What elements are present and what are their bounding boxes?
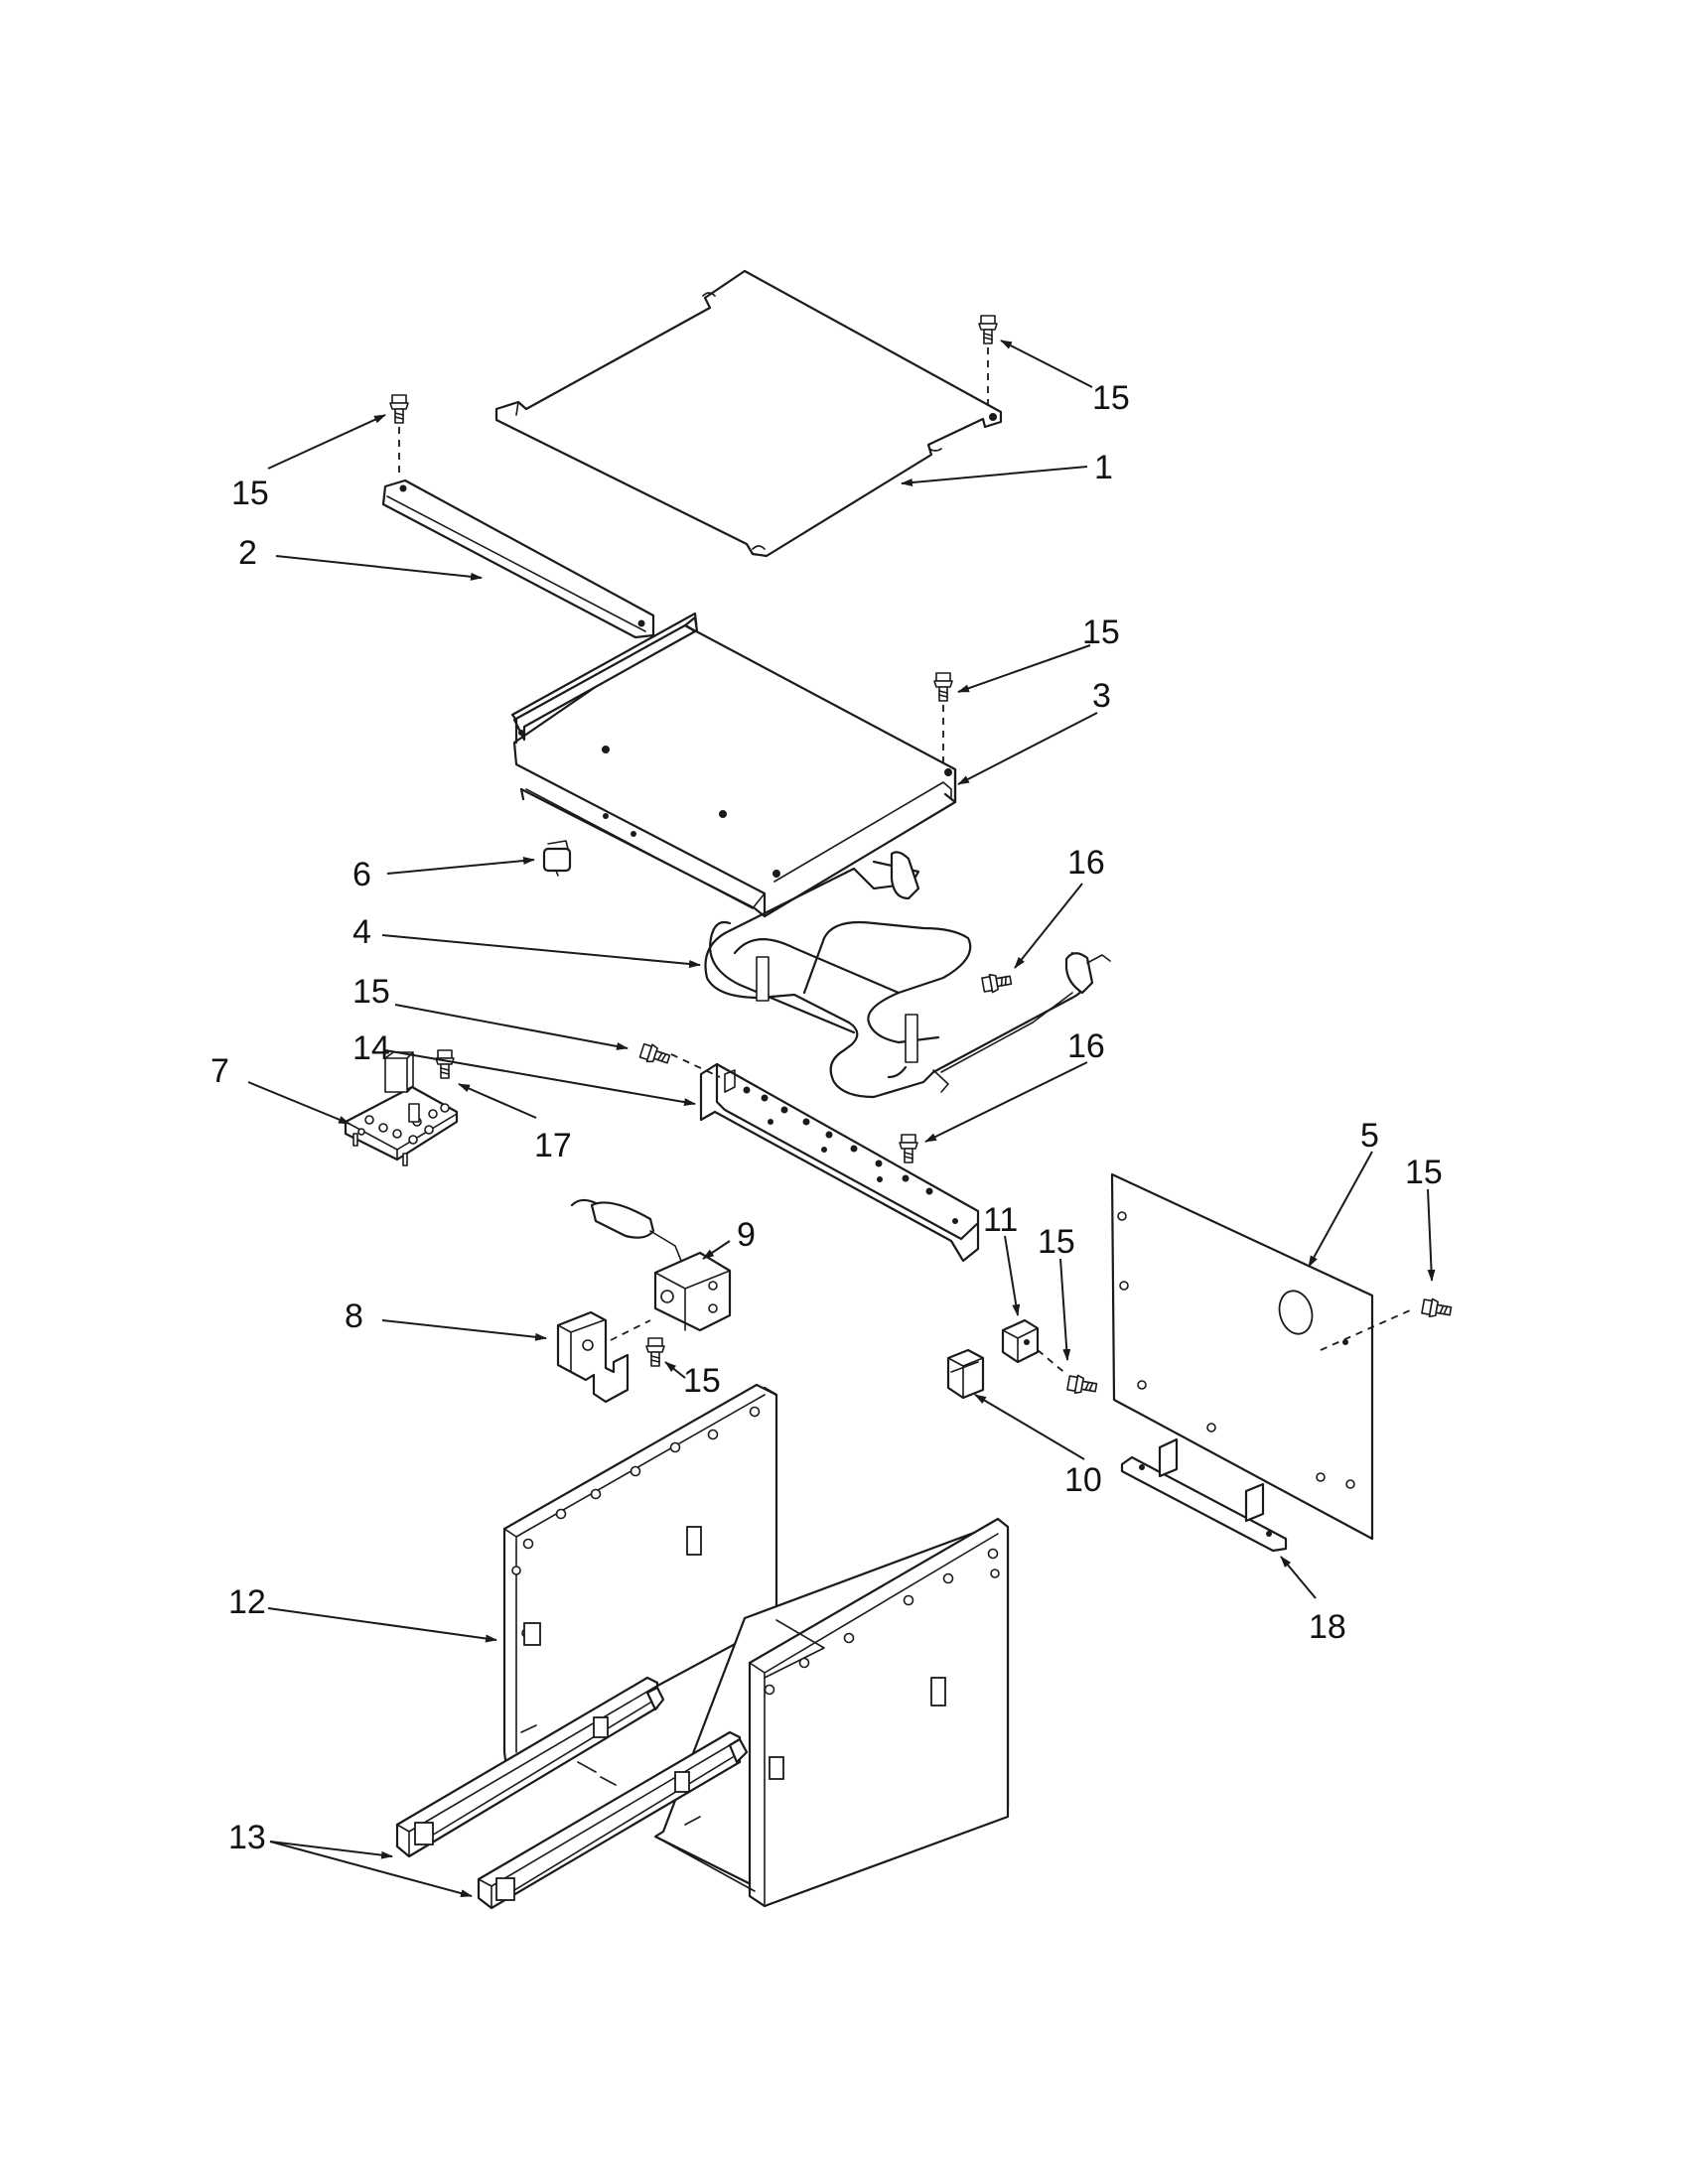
callout-15: 15 xyxy=(683,1362,721,1400)
callout-17: 17 xyxy=(534,1127,572,1164)
part-9-thermostat xyxy=(570,1198,732,1332)
screw-15-top-right xyxy=(978,315,998,344)
callout-15: 15 xyxy=(231,475,269,512)
callout-6: 6 xyxy=(352,856,371,893)
callout-15: 15 xyxy=(1082,614,1120,651)
part-6-thermal-switch xyxy=(542,840,572,877)
callout-15: 15 xyxy=(1092,379,1130,417)
callout-16: 16 xyxy=(1067,844,1105,882)
screw-15-side-panel xyxy=(1420,1297,1454,1321)
assembly-lines xyxy=(398,347,1411,1376)
part-13-drawer-slides xyxy=(395,1676,749,1910)
screw-15-tray xyxy=(933,672,953,702)
part-10-connector xyxy=(946,1348,985,1400)
callout-16: 16 xyxy=(1067,1027,1105,1065)
callout-1: 1 xyxy=(1094,449,1113,486)
callout-3: 3 xyxy=(1092,677,1111,715)
part-1-top-panel xyxy=(494,269,1003,558)
part-5-side-panel xyxy=(1110,1172,1374,1541)
part-8-mounting-bracket xyxy=(556,1310,630,1404)
part-4-heating-element xyxy=(704,851,1111,1099)
part-18-lower-strip xyxy=(1120,1437,1288,1553)
callout-8: 8 xyxy=(345,1297,363,1335)
callout-13: 13 xyxy=(228,1819,266,1856)
callout-labels: 15 15 1 2 15 3 6 16 4 15 14 16 7 17 5 15… xyxy=(210,379,1443,1856)
callout-15: 15 xyxy=(352,973,390,1011)
part-12-box-frame xyxy=(502,1383,1010,1908)
screw-15-clip xyxy=(1065,1373,1099,1398)
screw-17-board xyxy=(435,1049,455,1079)
leader-arrows xyxy=(247,340,1436,1897)
callout-11: 11 xyxy=(983,1201,1018,1239)
screw-15-thermostat xyxy=(645,1337,665,1367)
part-14-bracket xyxy=(699,1062,980,1263)
part-7-control-board xyxy=(344,1051,459,1166)
screw-16-lower xyxy=(899,1134,918,1163)
part-2-trim-strip xyxy=(381,478,655,639)
callout-10: 10 xyxy=(1064,1461,1102,1499)
callout-15: 15 xyxy=(1405,1154,1443,1191)
part-3-element-tray xyxy=(510,612,957,918)
screw-16-upper xyxy=(980,970,1014,995)
part-11-clip xyxy=(1001,1318,1040,1364)
callout-4: 4 xyxy=(352,913,371,951)
callout-14: 14 xyxy=(352,1029,390,1067)
callout-9: 9 xyxy=(737,1216,756,1254)
callout-15: 15 xyxy=(1038,1223,1075,1261)
callout-7: 7 xyxy=(210,1052,229,1090)
callout-12: 12 xyxy=(228,1583,266,1621)
screw-15-top-left xyxy=(389,394,409,424)
callout-18: 18 xyxy=(1309,1608,1346,1646)
callout-2: 2 xyxy=(238,534,257,572)
callout-5: 5 xyxy=(1360,1117,1379,1155)
screw-15-bracket xyxy=(638,1040,672,1069)
